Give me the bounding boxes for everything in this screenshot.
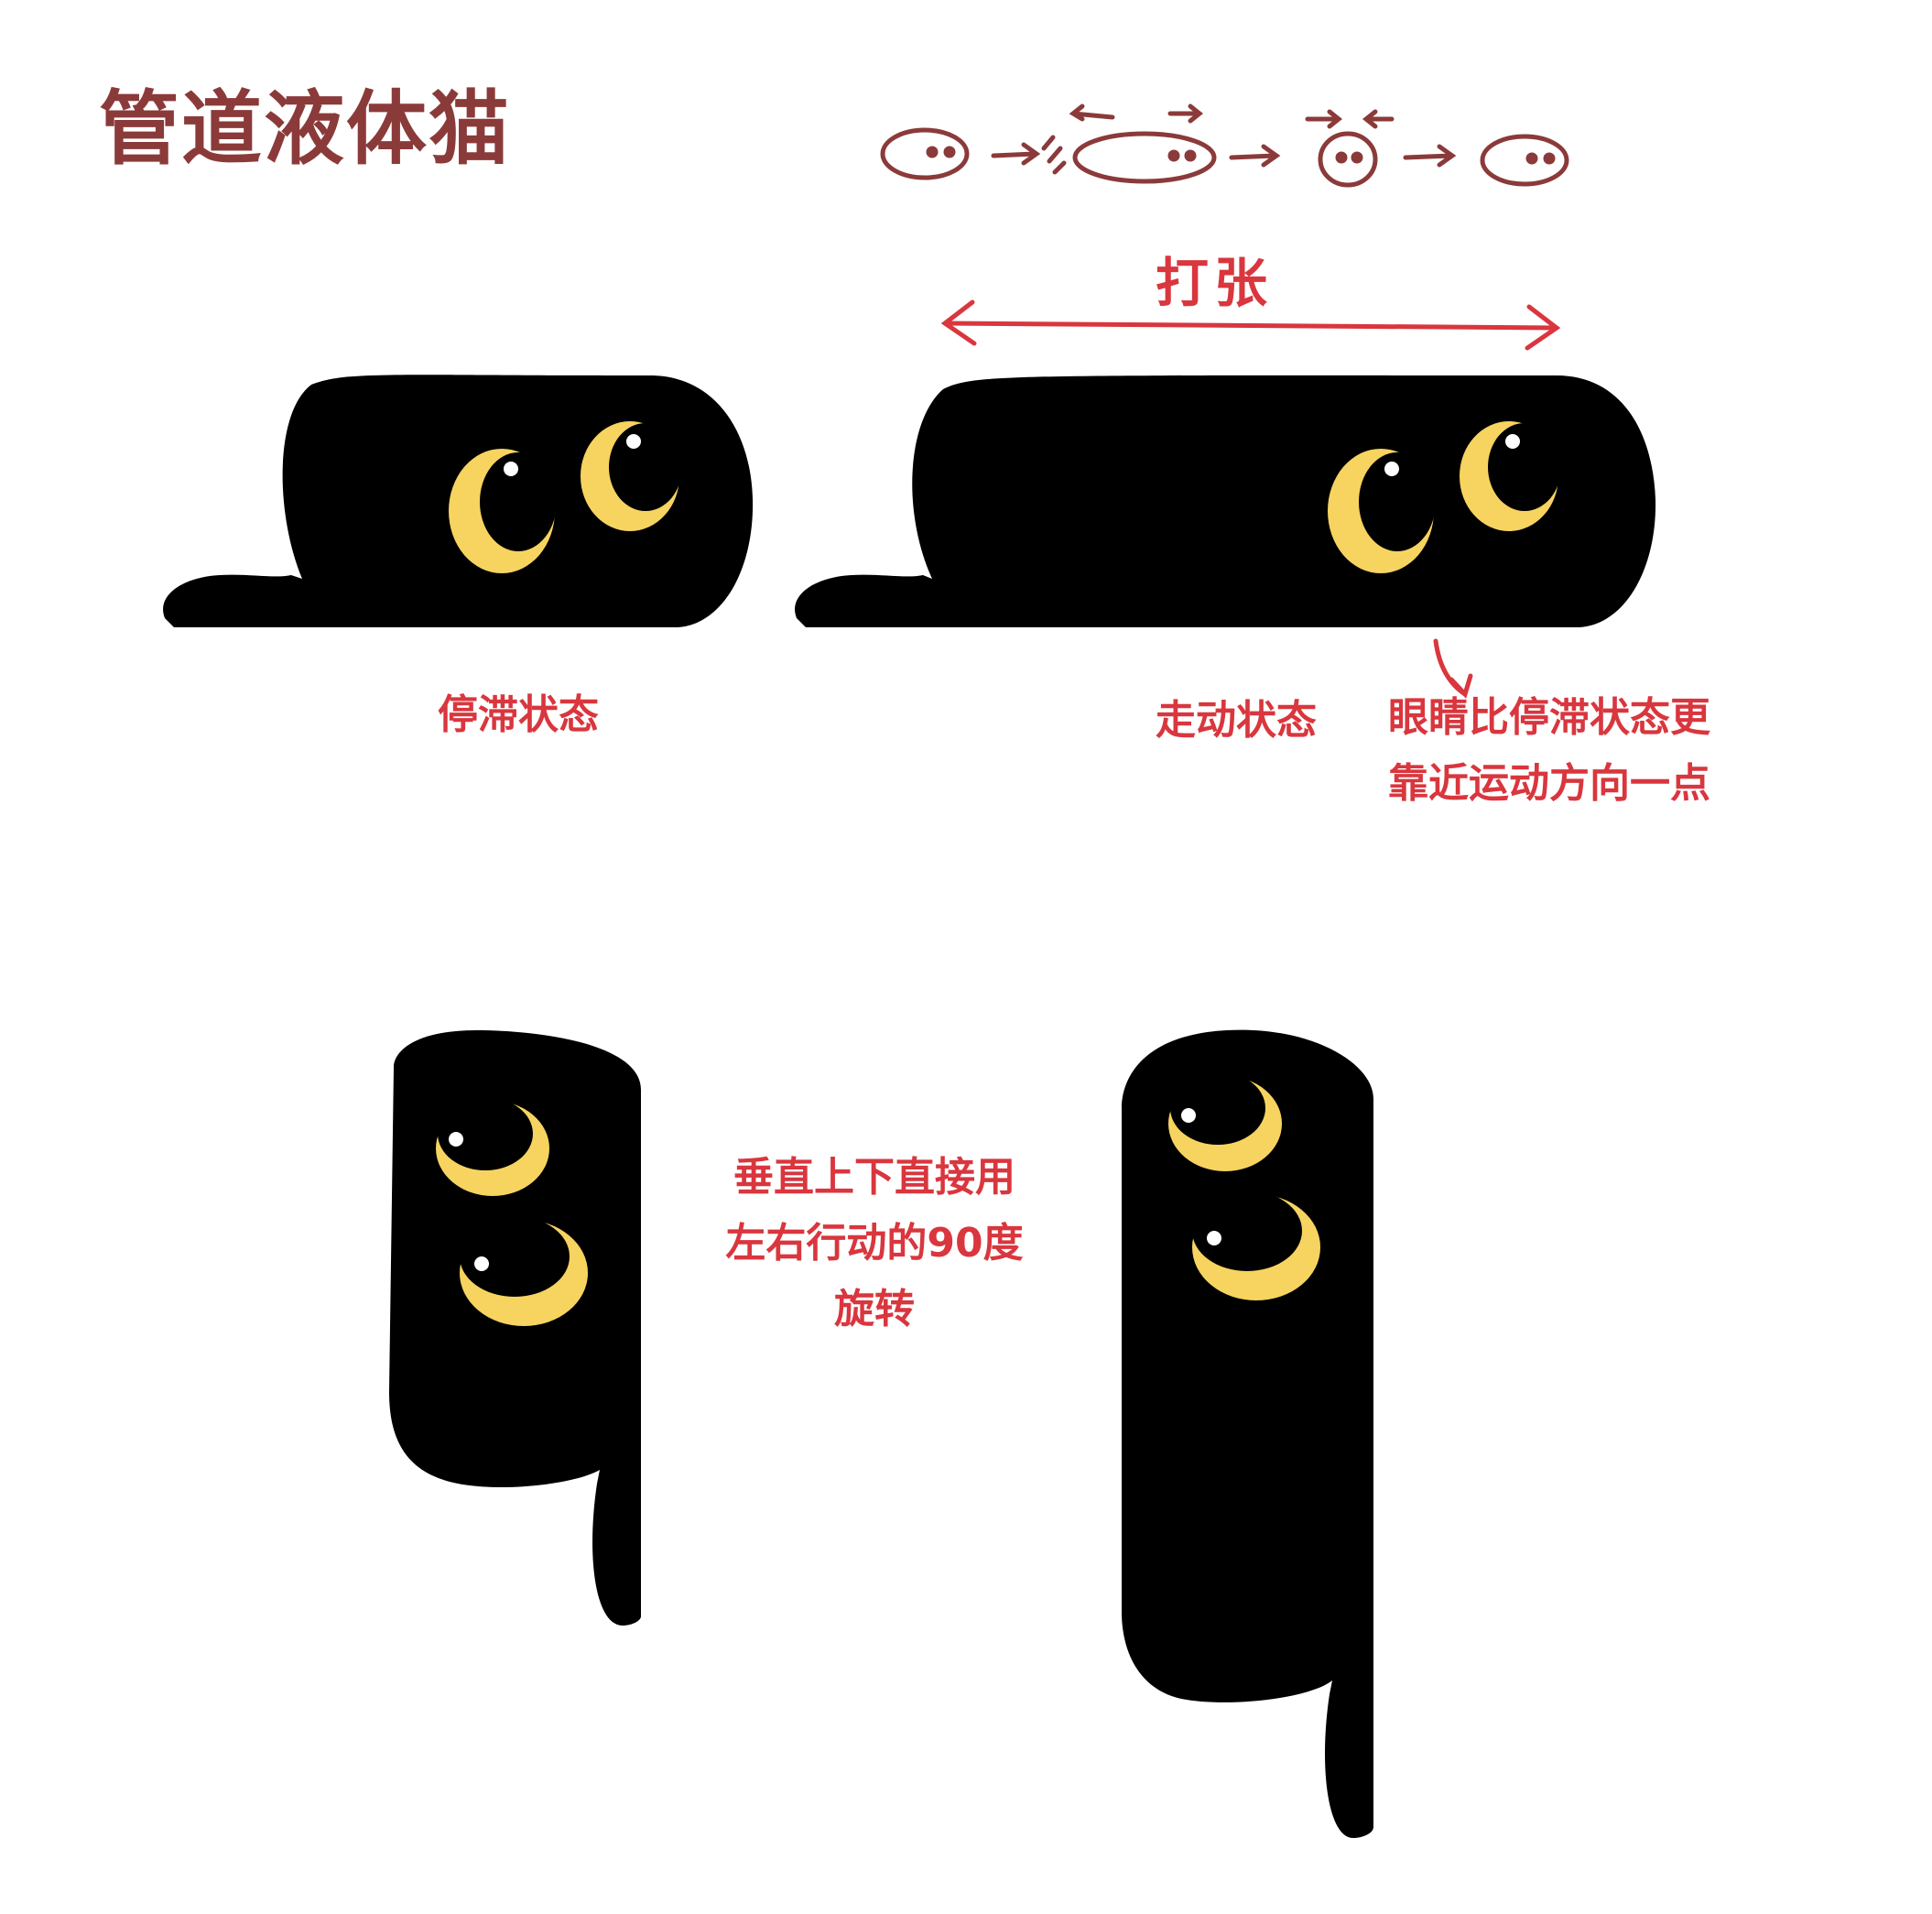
cat-walking-horizontal bbox=[795, 375, 1656, 627]
rotation-note: 垂直上下直接用 左右行动的90度 旋转 bbox=[710, 1145, 1039, 1343]
rotation-note-line-1: 垂直上下直接用 bbox=[733, 1154, 1015, 1201]
sketch-arrow-3 bbox=[1403, 144, 1457, 168]
eye-note-arrow bbox=[1433, 638, 1473, 699]
eyes-note-line-1: 眼睛比停滞状态更 bbox=[1388, 694, 1710, 741]
eyes-note: 眼睛比停滞状态更 靠近运动方向一点 bbox=[1388, 685, 1710, 817]
rotation-note-line-3: 旋转 bbox=[834, 1286, 915, 1332]
walking-state-label: 走动状态 bbox=[1156, 697, 1317, 744]
cat-idle-horizontal bbox=[163, 375, 754, 627]
sketch-frame-normal-2 bbox=[1480, 134, 1569, 187]
page-title: 管道液体猫 bbox=[99, 82, 512, 176]
rotation-note-line-2: 左右行动的90度 bbox=[725, 1220, 1024, 1267]
sketch-arrow-2 bbox=[1229, 144, 1281, 168]
sketch-frame-compressed bbox=[1305, 109, 1395, 188]
idle-state-label: 停滞状态 bbox=[438, 691, 599, 738]
sketch-frame-normal bbox=[880, 127, 970, 180]
sketch-motion-lines bbox=[1041, 135, 1067, 175]
expand-arrow bbox=[940, 299, 1561, 351]
cat-walking-vertical bbox=[1122, 1029, 1373, 1838]
eyes-note-line-2: 靠近运动方向一点 bbox=[1388, 760, 1710, 807]
sketch-frame-stretched bbox=[1069, 103, 1217, 184]
motion-sketch-sequence bbox=[880, 103, 1569, 188]
cat-idle-vertical bbox=[389, 1030, 641, 1626]
sketch-arrow-1 bbox=[991, 142, 1041, 166]
expand-label: 打张 bbox=[1156, 252, 1274, 314]
